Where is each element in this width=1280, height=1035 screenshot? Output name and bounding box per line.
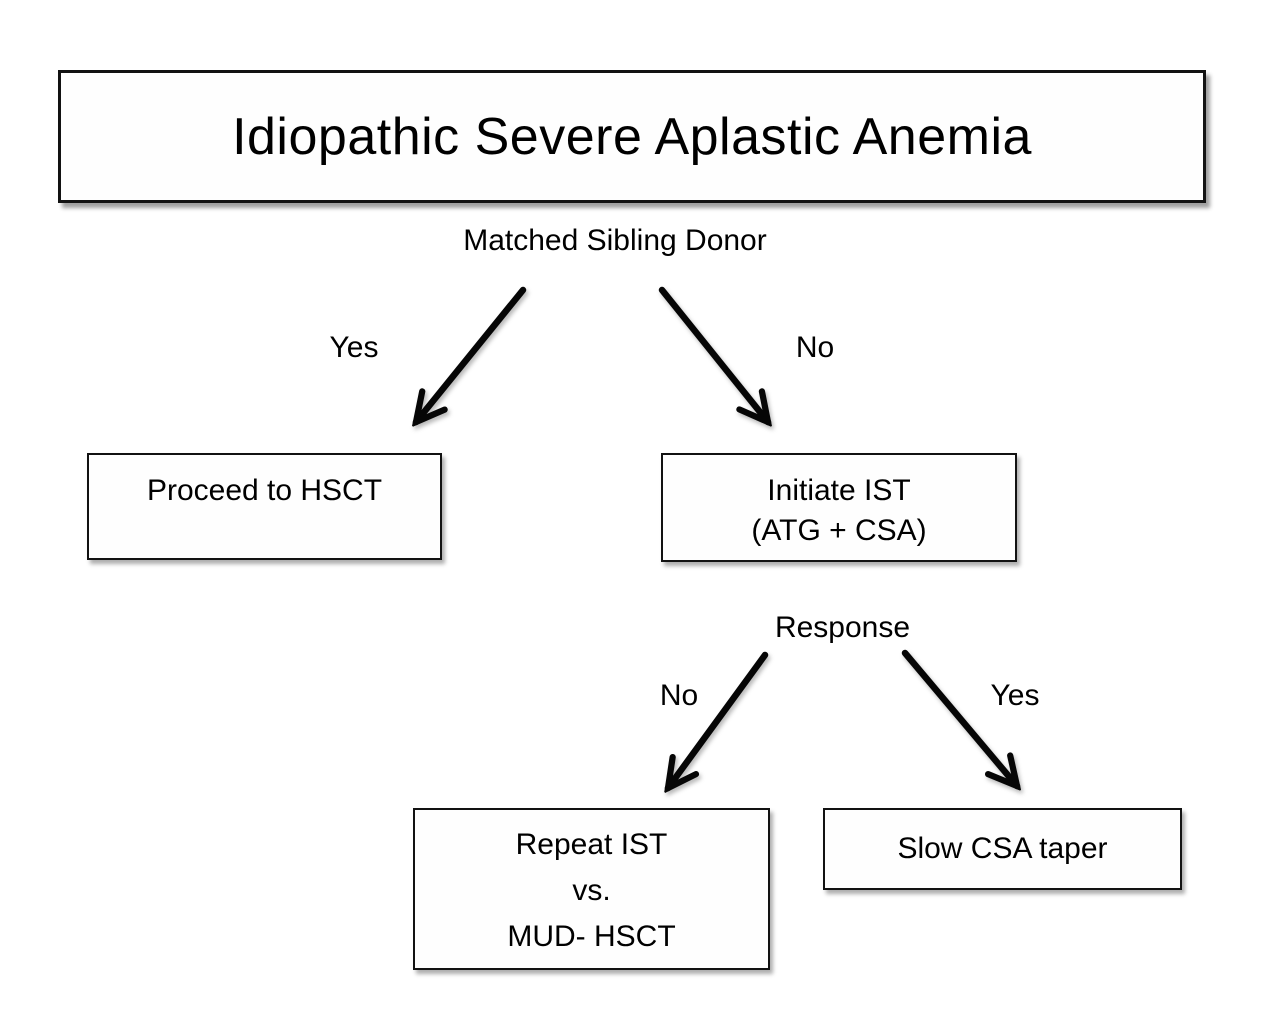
- node-text-line: Initiate IST: [767, 474, 911, 507]
- arrow-msd-yes: [416, 286, 527, 422]
- title-box: Idiopathic Severe Aplastic Anemia: [58, 70, 1206, 203]
- arrow-msd-no: [658, 286, 768, 422]
- node-text-line: MUD- HSCT: [507, 920, 676, 953]
- branch-label-response-yes: Yes: [990, 679, 1040, 712]
- branch-label-msd-no: No: [795, 331, 835, 364]
- arrow-response-no: [668, 651, 769, 788]
- branch-label-msd-yes: Yes: [329, 331, 379, 364]
- node-repeat-ist-vs-mud-hsct: Repeat IST vs. MUD- HSCT: [413, 808, 770, 970]
- node-initiate-ist: Initiate IST (ATG + CSA): [661, 453, 1017, 562]
- diagram-title: Idiopathic Severe Aplastic Anemia: [232, 107, 1032, 166]
- branch-label-response-no: No: [659, 679, 699, 712]
- node-slow-csa-taper: Slow CSA taper: [823, 808, 1182, 890]
- node-text-line: Proceed to HSCT: [146, 474, 383, 507]
- node-text-line: (ATG + CSA): [751, 514, 927, 547]
- node-text-line: vs.: [572, 874, 611, 907]
- node-text-line: Slow CSA taper: [897, 832, 1108, 865]
- node-text-line: Repeat IST: [515, 828, 668, 861]
- node-proceed-to-hsct: Proceed to HSCT: [87, 453, 442, 560]
- decision-response: Response: [774, 611, 911, 644]
- arrow-response-yes: [901, 649, 1017, 786]
- decision-matched-sibling-donor: Matched Sibling Donor: [463, 224, 767, 257]
